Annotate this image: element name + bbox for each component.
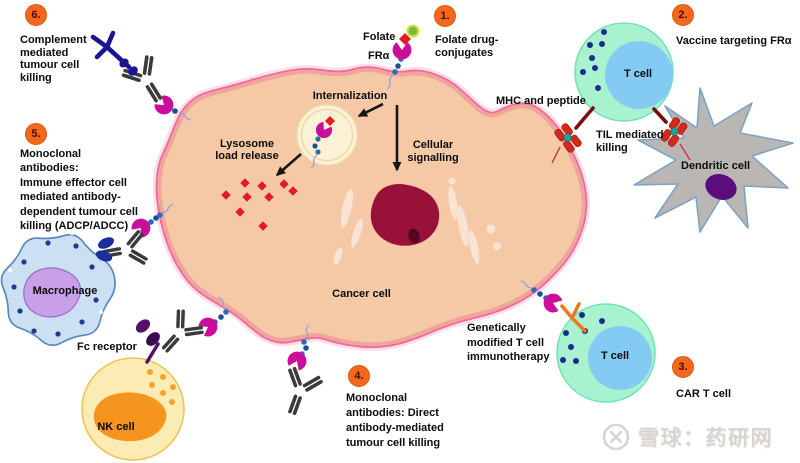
strategy-2-label: Vaccine targeting FRα (676, 35, 792, 47)
fr-alpha-receptor (151, 92, 178, 119)
macrophage-fc-receptor (95, 237, 114, 262)
strategy-3-label: CAR T cell (676, 388, 732, 400)
strategy-6-label: Complement mediated tumour cell killing (20, 34, 87, 84)
gm-tcell-label: Genetically modified T cell immunotherap… (467, 322, 550, 363)
strategy-2-badge: 2. (672, 4, 694, 26)
dendritic-nucleus (705, 174, 737, 200)
watermark-text: 雪球：药研网 (638, 427, 773, 450)
strategy-4-label: Monoclonal antibodies: Direct antibody-m… (346, 392, 444, 449)
dendritic-cell-shape (633, 87, 794, 233)
direct-antibody-complex (273, 324, 326, 421)
t-cell-granules (580, 29, 607, 91)
strategy-5-label: Monoclonal antibodies: Immune effector c… (20, 148, 138, 233)
fr-alpha-label: FRα (368, 50, 390, 62)
dendritic-cell-label: Dendritic cell (681, 160, 751, 172)
complement-antibody-complex (90, 30, 192, 121)
macrophage-nucleus (23, 267, 82, 318)
xueqiu-logo-icon (602, 423, 630, 451)
fr-alpha-receptor (285, 348, 310, 373)
internalization-label: Internalization (312, 90, 388, 102)
strategy-5-badge: 5. (25, 123, 47, 145)
nk-granules (147, 369, 176, 405)
macrophage-shape (0, 230, 116, 347)
folate-label: Folate (363, 31, 396, 43)
adcp-antibody-complex (95, 203, 174, 273)
macrophage-granules (11, 240, 99, 337)
strategy-6-badge: 6. (25, 4, 47, 26)
cellular-signalling-label: Cellular signalling (407, 139, 459, 164)
fr-alpha-receptor (392, 42, 412, 60)
macrophage-label: Macrophage (32, 285, 98, 297)
endoplasmic-reticulum (333, 177, 501, 265)
t-cell-top-shape (574, 22, 674, 122)
cancer-nucleus (370, 184, 440, 246)
car-receptor-complex (520, 280, 587, 333)
folate-molecule (406, 24, 420, 38)
mhc-tcr-complex-right (652, 107, 691, 161)
mhc-tcr-complex-left (551, 106, 595, 164)
fc-receptor-label: Fc receptor (77, 341, 137, 353)
t-cell-bottom-label: T cell (600, 350, 630, 362)
adcc-antibody-complex (135, 296, 229, 364)
strategy-4-badge: 4. (348, 365, 370, 387)
lysosome-vesicle (295, 103, 359, 169)
membrane-inner (157, 68, 586, 347)
lysosome-release-arrow (275, 153, 302, 176)
cancer-cell-label: Cancer cell (332, 288, 391, 300)
t-cell-top-label: T cell (623, 68, 653, 80)
mhc-peptide-label: MHC and peptide (496, 95, 586, 107)
folate-drug-conjugate (386, 24, 420, 90)
process-arrows (275, 102, 402, 176)
strategy-1-badge: 1. (434, 5, 456, 27)
watermark: 雪球：药研网 (601, 422, 773, 452)
nk-cell-label: NK cell (97, 421, 135, 433)
lysosome-label: Lysosome load release (215, 138, 279, 162)
macrophage-vacuoles (7, 230, 104, 347)
nk-nucleus (93, 392, 167, 442)
til-killing-label: TIL mediated killing (596, 129, 664, 154)
membrane-anchor-squiggle (386, 74, 394, 90)
internalization-arrow (357, 102, 384, 118)
strategy-3-badge: 3. (672, 356, 694, 378)
nk-cell-shape (81, 357, 185, 461)
nk-fc-receptor (135, 319, 160, 364)
fr-alpha-receptor (540, 290, 564, 315)
strategy-1-label: Folate drug- conjugates (435, 34, 499, 59)
t-cell-granules (560, 312, 605, 364)
antibody-icon (273, 364, 326, 421)
cancer-cell-shape (152, 63, 591, 351)
car-receptor-icon (560, 302, 587, 333)
complement-protein (90, 30, 138, 76)
